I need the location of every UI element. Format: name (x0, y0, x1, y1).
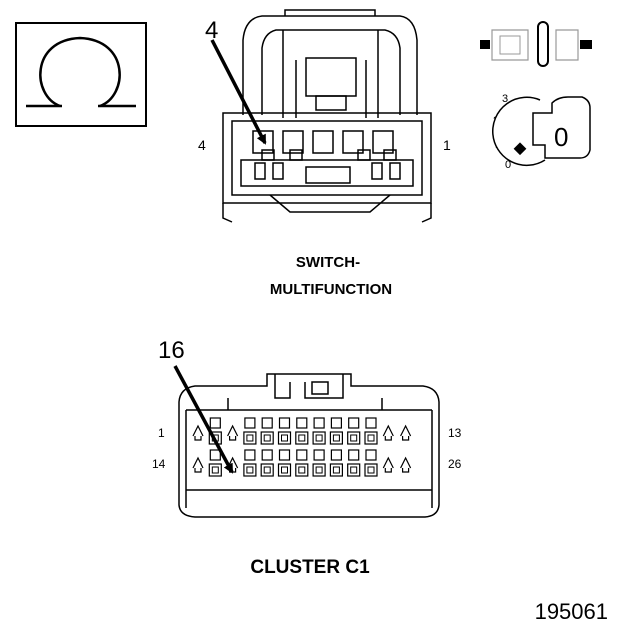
figure-number: 195061 (535, 599, 608, 624)
cluster-pin-label-13: 13 (448, 426, 462, 440)
cluster-cavity-inner-8 (315, 434, 323, 442)
ignition-key-position: 0 (554, 122, 568, 152)
cluster-terminal-4 (244, 417, 256, 429)
cluster-terminal-24 (365, 449, 377, 461)
cluster-pin-label-26: 26 (448, 457, 462, 471)
cluster-cavity-9 (329, 431, 343, 445)
cluster-cavity-10 (347, 431, 361, 445)
cluster-pin-grid (192, 417, 412, 477)
cluster-cavity-inner-17 (246, 466, 254, 474)
switch-pointer-label: 4 (205, 17, 218, 44)
cluster-terminal-17 (244, 449, 256, 461)
cluster-cavity-7 (295, 431, 309, 445)
cluster-pin-label-1: 1 (158, 426, 165, 440)
cluster-cavity-24 (364, 463, 378, 477)
cluster-cavity-inner-10 (350, 434, 358, 442)
cluster-terminal-10 (348, 417, 360, 429)
cluster-title: CLUSTER C1 (250, 557, 370, 578)
cluster-empty-cavity-13 (400, 424, 412, 441)
cluster-cavity-6 (277, 431, 292, 445)
cluster-cavity-19 (277, 463, 292, 477)
ohmmeter-box (15, 22, 147, 127)
ohm-icon (26, 36, 136, 108)
switch-title-line2: MULTIFUNCTION (270, 281, 392, 298)
cluster-cavity-inner-11 (367, 434, 375, 442)
cluster-cavity-inner-24 (367, 466, 375, 474)
cluster-empty-cavity-14 (192, 456, 204, 473)
cluster-terminal-9 (330, 417, 342, 429)
ignition-key-icon: 3 2 1 0 0 (492, 93, 591, 171)
cluster-terminal-6 (278, 417, 291, 429)
cluster-cavity-17 (243, 463, 257, 477)
ignition-position-0: 0 (505, 159, 511, 171)
cluster-cavity-23 (347, 463, 361, 477)
switch-multifunction-connector (222, 9, 432, 223)
cluster-empty-cavity-3 (227, 424, 239, 441)
ignition-position-3: 3 (502, 93, 508, 105)
cluster-terminal-7 (296, 417, 308, 429)
cluster-cavity-inner-9 (332, 434, 340, 442)
cluster-terminal-21 (313, 449, 325, 461)
cluster-terminal-22 (330, 449, 342, 461)
cluster-cavity-8 (312, 431, 326, 445)
cluster-terminal-11 (365, 417, 377, 429)
cluster-terminal-2 (209, 417, 221, 429)
cluster-terminal-18 (261, 449, 273, 461)
cluster-pin-pointer-arrow (173, 365, 234, 474)
cluster-cavity-inner-22 (332, 466, 340, 474)
cluster-cavity-inner-18 (263, 466, 271, 474)
cluster-cavity-22 (329, 463, 343, 477)
cluster-terminal-20 (296, 449, 308, 461)
cluster-cavity-5 (260, 431, 274, 445)
cluster-cavity-15 (208, 463, 222, 477)
switch-right-pin-label: 1 (443, 137, 451, 153)
switch-left-pin-label: 4 (198, 137, 206, 153)
cluster-pin-label-14: 14 (152, 457, 166, 471)
cluster-cavity-21 (312, 463, 326, 477)
cluster-cavity-20 (295, 463, 309, 477)
cluster-cavity-11 (364, 431, 378, 445)
cluster-pointer-label: 16 (158, 337, 185, 364)
cluster-cavity-inner-4 (246, 434, 254, 442)
cluster-cavity-18 (260, 463, 274, 477)
cluster-empty-cavity-1 (192, 424, 204, 441)
switch-pin-pointer-arrow (210, 39, 267, 145)
cluster-c1-connector (178, 373, 440, 518)
cluster-cavity-inner-6 (281, 434, 288, 442)
cluster-cavity-inner-21 (315, 466, 323, 474)
cluster-terminal-23 (348, 449, 360, 461)
cluster-empty-cavity-26 (400, 456, 412, 473)
cluster-cavity-inner-15 (211, 466, 219, 474)
cluster-cavity-inner-19 (281, 466, 288, 474)
cluster-terminal-15 (209, 449, 221, 461)
cluster-terminal-5 (261, 417, 273, 429)
cluster-cavity-inner-5 (263, 434, 271, 442)
switch-title-line1: SWITCH- (296, 254, 360, 271)
cluster-terminal-19 (278, 449, 291, 461)
cluster-cavity-inner-7 (298, 434, 306, 442)
cluster-cavity-inner-20 (298, 466, 306, 474)
cluster-cavity-inner-23 (350, 466, 358, 474)
cluster-empty-cavity-25 (382, 456, 394, 473)
cluster-empty-cavity-12 (382, 424, 394, 441)
connector-separate-icon (480, 21, 592, 67)
cluster-cavity-4 (243, 431, 257, 445)
cluster-terminal-8 (313, 417, 325, 429)
